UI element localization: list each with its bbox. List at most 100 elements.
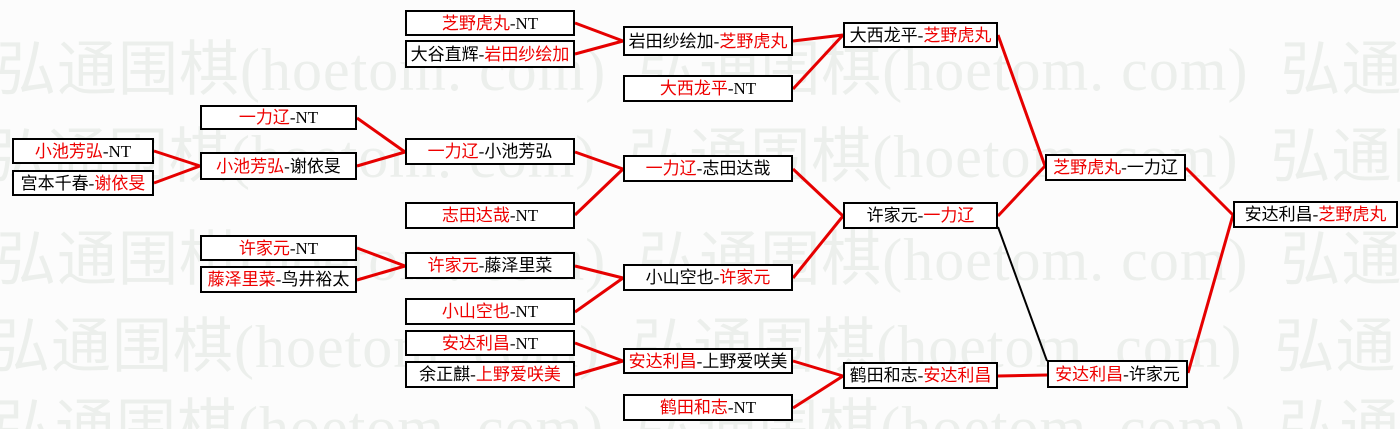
match-box-xu-nt: 许家元-NT <box>200 235 357 261</box>
connector-line <box>792 374 844 410</box>
player-name: -小池芳弘 <box>478 142 553 161</box>
connector-line <box>573 167 625 217</box>
advancing-player-name: 许家元 <box>719 268 771 287</box>
connector-line <box>574 150 624 171</box>
connector-line <box>791 33 845 91</box>
player-name: -许家元 <box>1123 364 1180 384</box>
match-box-anda-xu: 安达利昌-许家元 <box>1047 360 1188 388</box>
player-name: -NT <box>509 302 539 321</box>
match-box-shibano-nt: 芝野虎丸-NT <box>405 10 575 36</box>
connector-line <box>574 39 624 56</box>
connector-line <box>791 215 845 279</box>
connector-line <box>1184 166 1235 217</box>
match-box-anda-shibano: 安达利昌-芝野虎丸 <box>1233 201 1398 228</box>
match-box-onishi-nt: 大西龙平-NT <box>623 75 793 102</box>
player-name: -NT <box>727 79 757 98</box>
player-name: 岩田纱绘加- <box>628 31 720 51</box>
advancing-player-name: 许家元 <box>238 238 290 258</box>
connector-line <box>996 34 1047 167</box>
advancing-player-name: 芝野虎丸 <box>441 13 510 33</box>
advancing-player-name: 小池芳弘 <box>34 141 103 161</box>
connector-line <box>792 33 844 43</box>
advancing-player-name: 许家元 <box>427 256 479 275</box>
match-box-tsuruta-nt: 鹤田和志-NT <box>623 394 793 421</box>
match-box-onishi-shibano: 大西龙平-芝野虎丸 <box>843 22 998 48</box>
player-name: -NT <box>102 141 132 161</box>
player-name: -NT <box>727 398 757 417</box>
player-name: 大西龙平- <box>849 25 924 45</box>
player-name: -一力辽 <box>1121 158 1178 177</box>
connector-line <box>153 164 201 185</box>
advancing-player-name: 大西龙平 <box>659 79 728 98</box>
match-box-tsuruta-anda: 鹤田和志-安达利昌 <box>843 362 998 389</box>
advancing-player-name: 一力辽 <box>645 159 697 178</box>
advancing-player-name: 芝野虎丸 <box>923 25 992 45</box>
connector-line <box>153 149 201 168</box>
advancing-player-name: 芝野虎丸 <box>719 31 788 51</box>
match-box-yu-ueno: 余正麒-上野爱咲美 <box>405 361 575 388</box>
match-box-fujisawa-torii: 藤泽里菜-鸟井裕太 <box>200 266 357 293</box>
connector-line <box>356 264 406 282</box>
match-box-anda-ueno: 安达利昌-上野爱咲美 <box>623 348 793 374</box>
advancing-player-name: 志田达哉 <box>441 206 510 225</box>
match-box-ichiriki-shida: 一力辽-志田达哉 <box>623 155 793 182</box>
connector-line <box>574 359 624 377</box>
match-box-koike-xie: 小池芳弘-谢依旻 <box>200 152 357 180</box>
advancing-player-name: 安达利昌 <box>441 333 510 353</box>
player-name: 余正麒- <box>419 365 476 384</box>
connector-line <box>997 373 1048 378</box>
player-name: 小山空也- <box>645 268 720 287</box>
player-name: 宫本千春- <box>20 173 95 193</box>
player-name: 许家元- <box>866 206 924 225</box>
match-box-ichiriki-nt: 一力辽-NT <box>200 105 357 130</box>
player-name: 大谷直辉- <box>410 44 485 64</box>
player-name: 鹤田和志- <box>849 366 924 385</box>
advancing-player-name: 芝野虎丸 <box>1053 158 1122 177</box>
advancing-player-name: 藤泽里菜 <box>207 270 276 289</box>
match-box-koyama-nt: 小山空也-NT <box>405 298 575 325</box>
advancing-player-name: 安达利昌 <box>1055 364 1124 384</box>
match-box-iwata-shibano: 岩田纱绘加-芝野虎丸 <box>623 26 793 56</box>
player-name: -志田达哉 <box>696 159 771 178</box>
advancing-player-name: 一力辽 <box>427 142 479 161</box>
match-box-koyama-xu: 小山空也-许家元 <box>623 264 793 291</box>
match-box-anda-nt: 安达利昌-NT <box>405 330 575 356</box>
player-name: -谢依旻 <box>284 156 341 176</box>
advancing-player-name: 安达利昌 <box>628 351 697 371</box>
match-box-xu-fujisawa: 许家元-藤泽里菜 <box>405 252 575 279</box>
connector-line <box>574 21 624 43</box>
advancing-player-name: 谢依旻 <box>94 173 146 193</box>
player-name: -NT <box>509 206 539 225</box>
connector-line <box>792 359 844 378</box>
advancing-player-name: 一力辽 <box>923 206 975 225</box>
connector-line <box>356 116 406 154</box>
player-name: -上野爱咲美 <box>696 351 788 371</box>
player-name: -NT <box>509 13 539 33</box>
connector-line <box>574 264 624 280</box>
match-box-miyamoto-xie: 宫本千春-谢依旻 <box>12 170 154 196</box>
player-name: 安达利昌- <box>1244 205 1319 224</box>
advancing-player-name: 鹤田和志 <box>659 398 728 417</box>
match-box-koike-nt: 小池芳弘-NT <box>12 138 154 164</box>
connector-line <box>996 164 1047 218</box>
player-name: -藤泽里菜 <box>478 256 553 275</box>
match-box-shida-nt: 志田达哉-NT <box>405 202 575 229</box>
advancing-player-name: 岩田纱绘加 <box>484 44 570 64</box>
player-name: -NT <box>509 333 539 353</box>
connector-line <box>356 150 406 168</box>
connector-line <box>791 167 845 218</box>
advancing-player-name: 安达利昌 <box>923 366 992 385</box>
advancing-player-name: 小池芳弘 <box>216 156 285 176</box>
advancing-player-name: 上野爱咲美 <box>475 365 561 384</box>
match-box-ichiriki-koike: 一力辽-小池芳弘 <box>405 138 575 165</box>
match-box-shibano-ichiriki: 芝野虎丸-一力辽 <box>1045 154 1186 181</box>
connector-line <box>356 246 406 268</box>
connector-line <box>997 226 1048 362</box>
player-name: -鸟井裕太 <box>275 270 350 289</box>
player-name: -NT <box>289 238 319 258</box>
connector-line <box>574 276 624 314</box>
connector-line <box>574 341 624 363</box>
connector-line <box>1186 214 1235 374</box>
